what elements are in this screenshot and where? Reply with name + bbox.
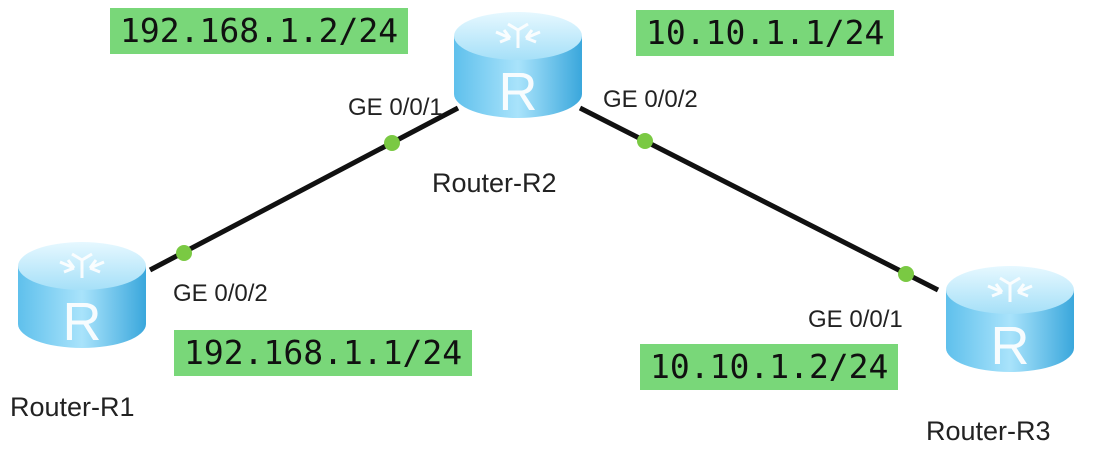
router-icon: R [454, 12, 582, 122]
router-glyph: R [63, 292, 102, 352]
link-r1-r2 [148, 105, 460, 273]
port-label-r2-right: GE 0/0/2 [603, 86, 698, 113]
router-name-r3: Router-R3 [926, 416, 1051, 446]
port-dot-r2-ge002[interactable] [637, 133, 653, 149]
router-icon: R [946, 266, 1074, 376]
port-label-r3: GE 0/0/1 [808, 306, 903, 333]
router-r1[interactable]: R [12, 232, 152, 352]
ip-label-r2-left: 192.168.1.2/24 [110, 8, 409, 54]
router-name-r1: Router-R1 [10, 392, 135, 422]
ip-label-r3: 10.10.1.2/24 [640, 344, 899, 390]
link-r2-r3 [578, 105, 940, 293]
router-icon: R [18, 242, 146, 352]
port-label-r2-left: GE 0/0/1 [348, 94, 443, 121]
router-name-r2: Router-R2 [432, 168, 557, 198]
router-r2[interactable]: R [448, 2, 588, 122]
port-dot-r2-ge001[interactable] [384, 135, 400, 151]
port-dot-r1-ge002[interactable] [176, 245, 192, 261]
router-r3[interactable]: R [940, 256, 1080, 376]
router-glyph: R [991, 316, 1030, 376]
port-label-r1: GE 0/0/2 [173, 280, 268, 307]
port-dot-r3-ge001[interactable] [898, 266, 914, 282]
ip-label-r1: 192.168.1.1/24 [174, 330, 473, 376]
router-glyph: R [499, 62, 538, 122]
ip-label-r2-right: 10.10.1.1/24 [636, 10, 895, 56]
